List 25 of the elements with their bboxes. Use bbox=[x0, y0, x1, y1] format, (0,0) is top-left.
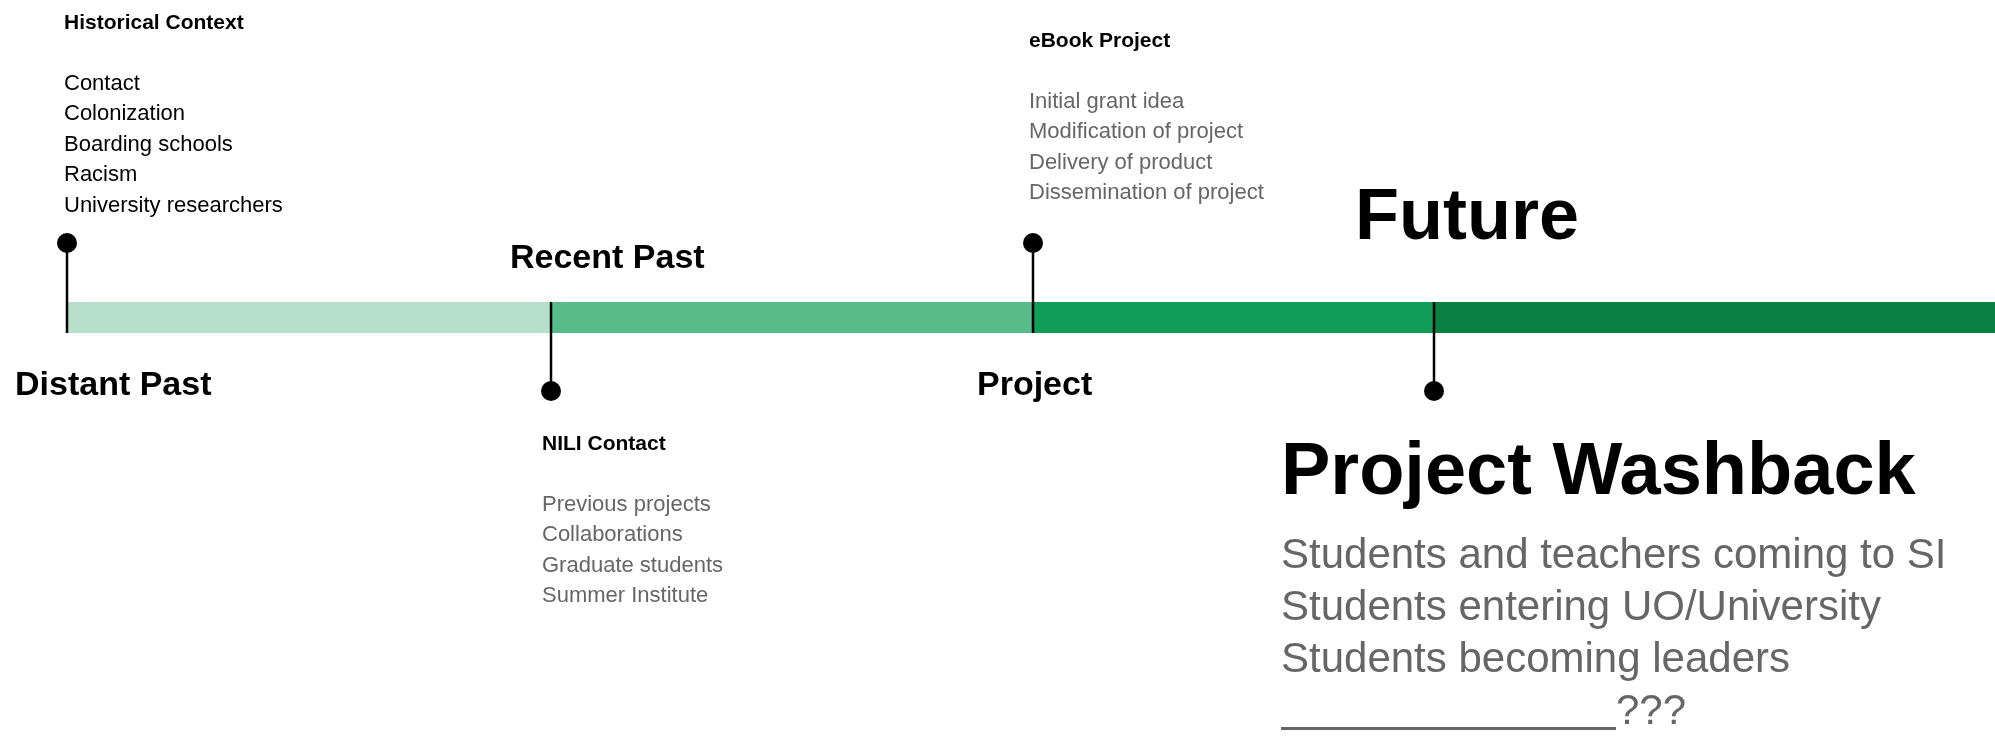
event-item: Modification of project bbox=[1029, 117, 1243, 145]
event-item: Initial grant idea bbox=[1029, 86, 1185, 115]
event-item: Summer Institute bbox=[542, 581, 709, 609]
period-label: Future bbox=[1355, 173, 1579, 256]
event-heading: Project Washback bbox=[1281, 426, 1917, 512]
event-heading: Historical Context bbox=[64, 9, 245, 35]
event-heading: eBook Project bbox=[1029, 27, 1172, 53]
event-item: Collaborations bbox=[542, 520, 683, 548]
event-item: Contact bbox=[64, 68, 140, 97]
event-item: Previous projects bbox=[542, 489, 711, 518]
period-label: Distant Past bbox=[15, 363, 212, 404]
event-heading: NILI Contact bbox=[542, 430, 667, 456]
event-item: Students and teachers coming to SI bbox=[1281, 529, 1947, 579]
event-item: Graduate students bbox=[542, 550, 723, 579]
event-item: Boarding schools bbox=[64, 129, 233, 158]
event-item: Colonization bbox=[64, 99, 186, 127]
period-label: Project bbox=[977, 363, 1093, 404]
event-item: Racism bbox=[64, 160, 138, 188]
event-item: Students entering UO/University bbox=[1281, 581, 1881, 631]
period-label: Recent Past bbox=[510, 236, 705, 277]
event-item: Delivery of product bbox=[1029, 147, 1213, 176]
event-item: Dissemination of project bbox=[1029, 178, 1264, 206]
event-item: Students becoming leaders bbox=[1281, 633, 1790, 683]
event-item: University researchers bbox=[64, 190, 283, 219]
event-item: ??? bbox=[1616, 685, 1687, 735]
